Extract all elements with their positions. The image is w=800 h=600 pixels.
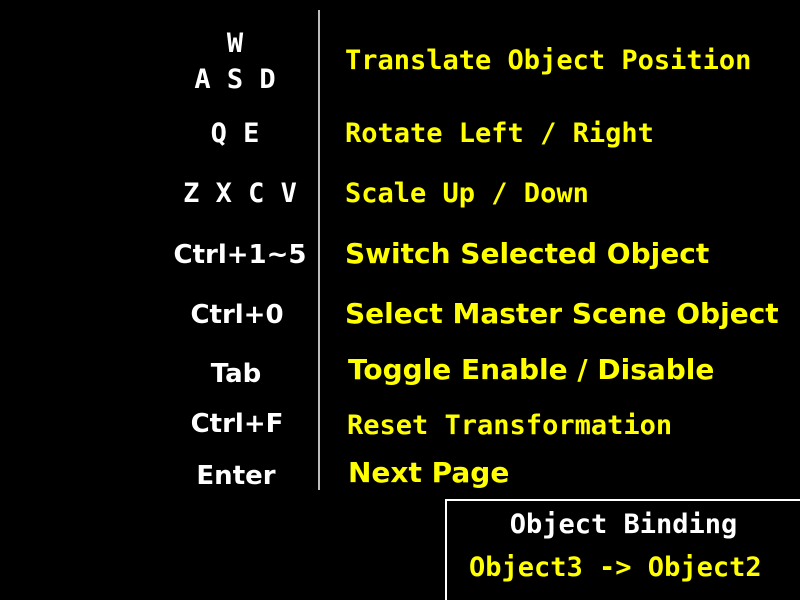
action-toggle-enable: Toggle Enable / Disable	[348, 353, 715, 386]
key-w: W	[226, 28, 244, 59]
key-zxcv: Z X C V	[183, 178, 297, 209]
action-rotate: Rotate Left / Right	[345, 118, 654, 149]
key-ctrl-f: Ctrl+F	[190, 409, 284, 439]
key-tab: Tab	[210, 359, 262, 389]
action-next-page: Next Page	[348, 456, 510, 489]
action-reset-transform: Reset Transformation	[347, 410, 673, 441]
object-binding-value: Object3 -> Object2	[469, 552, 762, 583]
key-enter: Enter	[196, 461, 276, 491]
column-divider	[318, 10, 320, 490]
key-ctrl-0: Ctrl+0	[190, 300, 284, 330]
key-qe: Q E	[210, 118, 260, 149]
action-translate: Translate Object Position	[345, 45, 752, 76]
action-switch-object: Switch Selected Object	[345, 237, 710, 270]
key-asd: A S D	[194, 64, 276, 95]
key-ctrl-1-5: Ctrl+1~5	[173, 240, 307, 270]
object-binding-panel: Object Binding Object3 -> Object2	[445, 499, 800, 600]
object-binding-title: Object Binding	[509, 509, 738, 540]
action-select-master: Select Master Scene Object	[345, 297, 779, 330]
action-scale: Scale Up / Down	[345, 178, 589, 209]
